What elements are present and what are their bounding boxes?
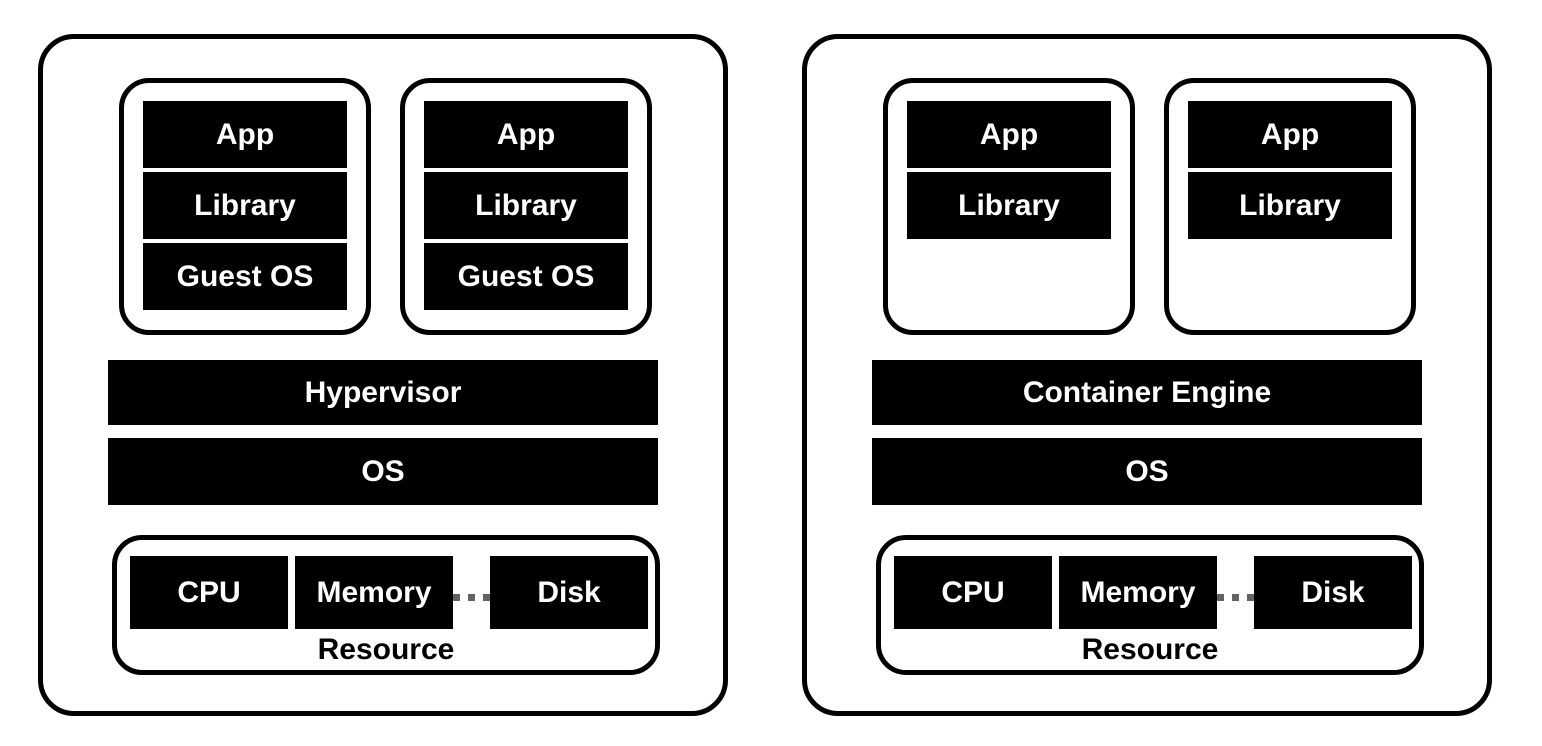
memory-block: Memory xyxy=(1059,556,1217,629)
disk-block: Disk xyxy=(490,556,648,629)
ellipsis-dot xyxy=(1232,594,1239,601)
cpu-block: CPU xyxy=(894,556,1052,629)
ellipsis-dot xyxy=(1247,594,1254,601)
ellipsis-dot xyxy=(1217,594,1224,601)
container-engine-bar: Container Engine xyxy=(872,360,1422,425)
ellipsis-dot xyxy=(453,594,460,601)
app-layer-bar: App xyxy=(1188,101,1392,168)
os-bar: OS xyxy=(108,438,658,505)
ellipsis-dot xyxy=(468,594,475,601)
container-host-panel: App Library App Library Container Engine… xyxy=(802,34,1492,716)
ellipsis-dot xyxy=(483,594,490,601)
vm-host-panel: App Library Guest OS App Library Guest O… xyxy=(38,34,728,716)
cpu-block: CPU xyxy=(130,556,288,629)
resource-label: Resource xyxy=(1081,633,1219,666)
vm-box-2: App Library Guest OS xyxy=(400,78,652,335)
app-layer-bar: App xyxy=(424,101,628,168)
ellipsis-dots xyxy=(1217,561,1254,634)
disk-block: Disk xyxy=(1254,556,1412,629)
container-box-2: App Library xyxy=(1164,78,1416,335)
ellipsis-dots xyxy=(453,561,490,634)
os-bar: OS xyxy=(872,438,1422,505)
memory-block: Memory xyxy=(295,556,453,629)
vm-box-1: App Library Guest OS xyxy=(119,78,371,335)
library-layer-bar: Library xyxy=(424,172,628,239)
container-box-1: App Library xyxy=(883,78,1135,335)
library-layer-bar: Library xyxy=(143,172,347,239)
resource-items-row: CPU Memory Disk xyxy=(881,540,1419,629)
guest-os-layer-bar: Guest OS xyxy=(424,243,628,310)
app-layer-bar: App xyxy=(907,101,1111,168)
hypervisor-bar: Hypervisor xyxy=(108,360,658,425)
library-layer-bar: Library xyxy=(1188,172,1392,239)
library-layer-bar: Library xyxy=(907,172,1111,239)
resource-box: CPU Memory Disk Resource xyxy=(876,535,1424,675)
app-layer-bar: App xyxy=(143,101,347,168)
resource-box: CPU Memory Disk Resource xyxy=(112,535,660,675)
resource-items-row: CPU Memory Disk xyxy=(117,540,655,629)
guest-os-layer-bar: Guest OS xyxy=(143,243,347,310)
resource-label: Resource xyxy=(317,633,455,666)
